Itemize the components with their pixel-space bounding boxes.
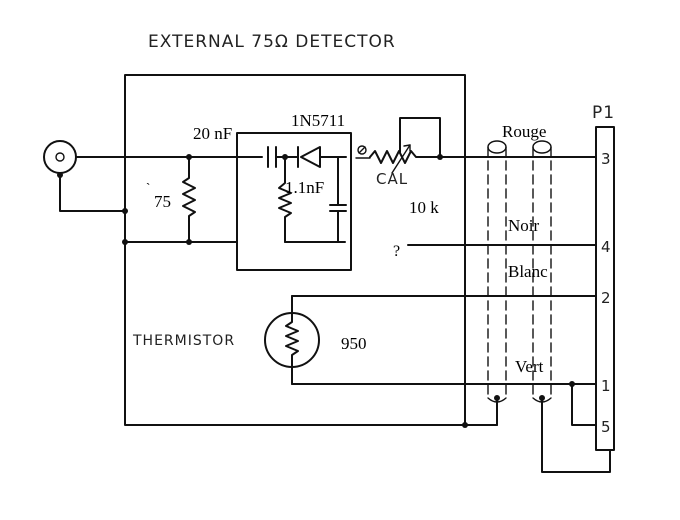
pin-label: 3 <box>601 150 612 168</box>
bypass-capacitor <box>329 156 347 243</box>
unknown-label: ? <box>393 243 400 260</box>
cal-potentiometer <box>355 117 441 174</box>
pin-label: 4 <box>601 238 612 256</box>
wire-label-noir: Noir <box>508 216 540 235</box>
vert-strap <box>571 383 597 426</box>
pot-value-label: 10 k <box>409 198 439 217</box>
capacitor-label: 20 nF <box>193 124 232 143</box>
thermistor-value-label: 950 <box>341 334 367 353</box>
input-resistor <box>182 156 196 243</box>
pot-label: CAL <box>376 170 408 188</box>
pin-label: 1 <box>601 377 612 395</box>
input-resistor-label: 75 <box>154 192 171 211</box>
shielded-cable-left <box>487 140 507 426</box>
input-resistor-tick: ` <box>146 180 150 195</box>
bnc-input-connector <box>43 140 126 212</box>
shielded-cable-right <box>532 140 611 473</box>
thermistor <box>264 295 320 385</box>
junction-dot <box>569 381 575 387</box>
pin-label: 5 <box>601 418 612 436</box>
diagram-title: EXTERNAL 75Ω DETECTOR <box>148 32 396 52</box>
bypass-cap-label: 1.1nF <box>285 178 324 197</box>
detector-subbox <box>236 132 352 271</box>
wire-label-blanc: Blanc <box>508 262 548 281</box>
thermistor-label: THERMISTOR <box>132 333 235 349</box>
connector-p1 <box>595 126 615 451</box>
diode-label: 1N5711 <box>291 111 345 130</box>
junction-dot <box>122 239 128 245</box>
pin-label: 2 <box>601 289 612 307</box>
inner-resistor <box>278 156 292 243</box>
junction-dot <box>186 239 192 245</box>
connector-label: P1 <box>592 103 615 123</box>
junction-dot <box>122 208 128 214</box>
junction-dot <box>462 422 468 428</box>
wire-label-rouge: Rouge <box>502 122 546 141</box>
diode <box>297 146 347 168</box>
wire-label-vert: Vert <box>515 357 544 376</box>
